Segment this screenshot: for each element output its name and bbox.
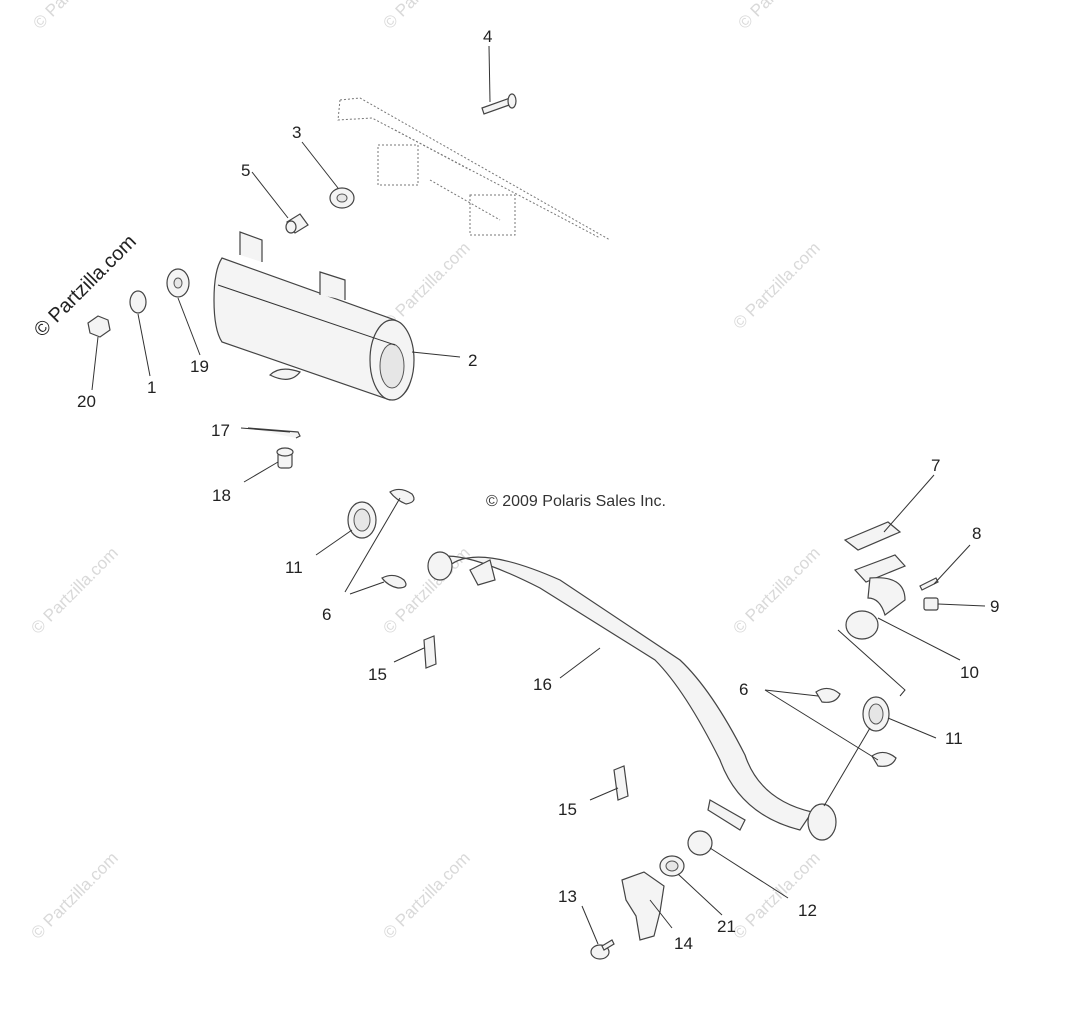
gasket-part-11-upper xyxy=(347,501,377,539)
callout-label: 8 xyxy=(972,524,981,543)
spring-part-6-upper xyxy=(381,488,415,589)
head-pipe-part-16 xyxy=(427,551,837,841)
muffler-part-2 xyxy=(213,231,415,401)
watermark: © Partzilla.com xyxy=(27,543,121,637)
frame-outline xyxy=(337,97,611,241)
grommet-part-3 xyxy=(329,187,355,209)
callout-label: 15 xyxy=(558,800,577,819)
callout-label: 2 xyxy=(468,351,477,370)
copyright-notice: © 2009 Polaris Sales Inc. xyxy=(486,493,666,510)
callout-label: 19 xyxy=(190,357,209,376)
plug-part-18 xyxy=(276,447,294,469)
watermark: © Partzilla.com xyxy=(27,848,121,942)
watermark: © Partzilla.com xyxy=(729,848,823,942)
nut-part-9 xyxy=(923,597,939,611)
watermark-group: © Partzilla.com © Partzilla.com © Partzi… xyxy=(27,0,828,943)
brand-mark: © Partzilla.com xyxy=(30,231,141,342)
callout-label: 17 xyxy=(211,421,230,440)
plug-part-12 xyxy=(687,830,713,856)
watermark: © Partzilla.com xyxy=(379,0,473,33)
elbow-part-10 xyxy=(845,554,907,640)
nut-part-20 xyxy=(87,315,111,338)
callout-label: 1 xyxy=(147,378,156,397)
watermark: © Partzilla.com xyxy=(379,848,473,942)
gasket-part-7 xyxy=(843,521,902,551)
bracket-part-14 xyxy=(621,871,665,941)
watermark: © Partzilla.com xyxy=(379,238,473,332)
callout-label: 16 xyxy=(533,675,552,694)
spring-part-6-lower xyxy=(815,687,897,767)
callout-label: 3 xyxy=(292,123,301,142)
callout-label: 5 xyxy=(241,161,250,180)
washer-part-21 xyxy=(659,855,685,877)
washer-part-1 xyxy=(129,290,147,314)
watermark: © Partzilla.com xyxy=(729,238,823,332)
watermark: © Partzilla.com xyxy=(729,543,823,637)
stud-part-8 xyxy=(919,577,939,591)
washer-part-19 xyxy=(166,268,190,298)
callout-label: 21 xyxy=(717,917,736,936)
callout-label: 10 xyxy=(960,663,979,682)
callout-label: 20 xyxy=(77,392,96,411)
bolt-part-13 xyxy=(590,939,615,960)
watermark: © Partzilla.com xyxy=(734,0,828,33)
callout-label: 18 xyxy=(212,486,231,505)
gasket-part-11-lower xyxy=(862,696,890,732)
callout-label: 11 xyxy=(945,729,963,748)
callout-label: 4 xyxy=(483,27,492,46)
callout-label: 6 xyxy=(322,605,331,624)
spring-part-15 xyxy=(423,635,629,801)
callout-label: 13 xyxy=(558,887,577,906)
callout-label: 9 xyxy=(990,597,999,616)
callout-label: 11 xyxy=(285,558,303,577)
callout-label: 14 xyxy=(674,934,693,953)
callout-numbers: 4 3 5 2 19 1 20 17 18 11 6 15 16 7 8 9 1… xyxy=(77,27,999,953)
watermark: © Partzilla.com xyxy=(29,0,123,33)
callout-label: 15 xyxy=(368,665,387,684)
pin-part-17 xyxy=(247,427,301,439)
leader-lines xyxy=(91,45,986,945)
callout-label: 12 xyxy=(798,901,817,920)
spacer-part-5 xyxy=(285,213,309,234)
callout-label: 7 xyxy=(931,456,940,475)
bolt-part-4 xyxy=(481,93,517,115)
callout-label: 6 xyxy=(739,680,748,699)
